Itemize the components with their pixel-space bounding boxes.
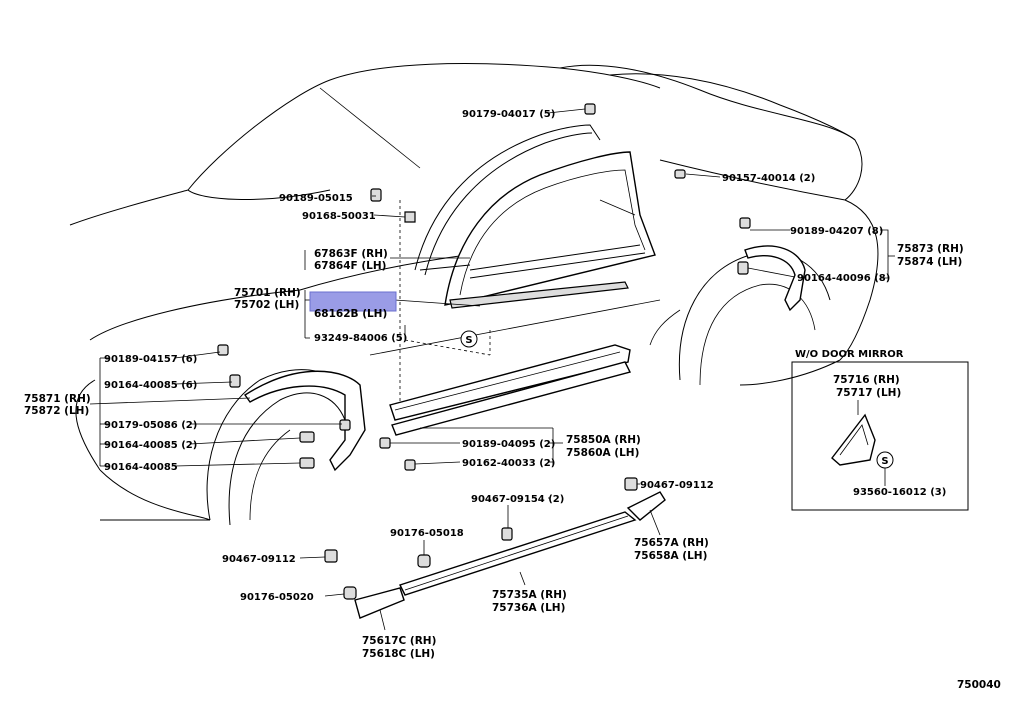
callout-90168-50031: 90168-50031 [302, 211, 376, 222]
callout-75860a: 75860A (LH) [566, 447, 639, 459]
callout-75618c: 75618C (LH) [362, 648, 435, 660]
callout-75871: 75871 (RH) [24, 393, 91, 405]
callout-67863f: 67863F (RH) [314, 248, 388, 260]
callout-75872: 75872 (LH) [24, 405, 89, 417]
callout-90189-04157: 90189-04157 (6) [104, 354, 197, 365]
fender-liners [244, 245, 806, 472]
callout-90189-04095: 90189-04095 (2) [462, 439, 555, 450]
callout-90467-09154: 90467-09154 (2) [471, 494, 564, 505]
callout-75701: 75701 (RH) [234, 287, 301, 299]
symbol-s-main: S [460, 330, 478, 348]
svg-text:S: S [465, 335, 472, 346]
callout-75658a: 75658A (LH) [634, 550, 707, 562]
callout-90164-40085: 90164-40085 [104, 462, 178, 473]
callout-90176-05018: 90176-05018 [390, 528, 464, 539]
callout-75657a: 75657A (RH) [634, 537, 709, 549]
callout-75702: 75702 (LH) [234, 299, 299, 311]
callout-75873: 75873 (RH) [897, 243, 964, 255]
callout-90164-40085-6: 90164-40085 (6) [104, 380, 197, 391]
callout-75874: 75874 (LH) [897, 256, 962, 268]
callout-90157-40014: 90157-40014 (2) [722, 173, 815, 184]
callout-90467-09112-left: 90467-09112 [222, 554, 296, 565]
callout-67864f: 67864F (LH) [314, 260, 386, 272]
inset-fastener: 93560-16012 (3) [853, 487, 946, 498]
rocker-panels [354, 491, 666, 619]
side-protector-moulding [389, 344, 632, 436]
callout-90179-04017: 90179-04017 (5) [462, 109, 555, 120]
callout-75617c: 75617C (RH) [362, 635, 436, 647]
inset-without-door-mirror: W/O DOOR MIRROR 75716 (RH) 75717 (LH) S … [791, 349, 969, 511]
callout-labels: 90179-04017 (5) 90189-05015 90168-50031 … [24, 109, 964, 660]
callout-68162b: 68162B (LH) [314, 308, 387, 320]
leader-lines [89, 108, 895, 631]
callout-93249-84006: 93249-84006 (5) [314, 333, 407, 344]
inset-title: W/O DOOR MIRROR [795, 349, 904, 360]
highlighted-part[interactable] [309, 291, 397, 312]
door-window-moulding [414, 124, 656, 309]
callout-75850a: 75850A (RH) [566, 434, 641, 446]
diagram-number: 750040 [957, 679, 1001, 691]
callout-90164-40096: 90164-40096 (8) [797, 273, 890, 284]
callout-90176-05020: 90176-05020 [240, 592, 314, 603]
callout-90164-40085-2: 90164-40085 (2) [104, 440, 197, 451]
fasteners [217, 103, 751, 600]
callout-90189-05015: 90189-05015 [279, 193, 353, 204]
callout-75736a: 75736A (LH) [492, 602, 565, 614]
inset-part-rh: 75716 (RH) [833, 374, 900, 386]
inset-part-lh: 75717 (LH) [836, 387, 901, 399]
callout-90189-04207: 90189-04207 (8) [790, 226, 883, 237]
mirror-cover-plate [831, 413, 876, 466]
svg-text:S: S [881, 456, 888, 467]
callout-90179-05086: 90179-05086 (2) [104, 420, 197, 431]
callout-90467-09112-right: 90467-09112 [640, 480, 714, 491]
callout-75735a: 75735A (RH) [492, 589, 567, 601]
callout-90162-40033: 90162-40033 (2) [462, 458, 555, 469]
